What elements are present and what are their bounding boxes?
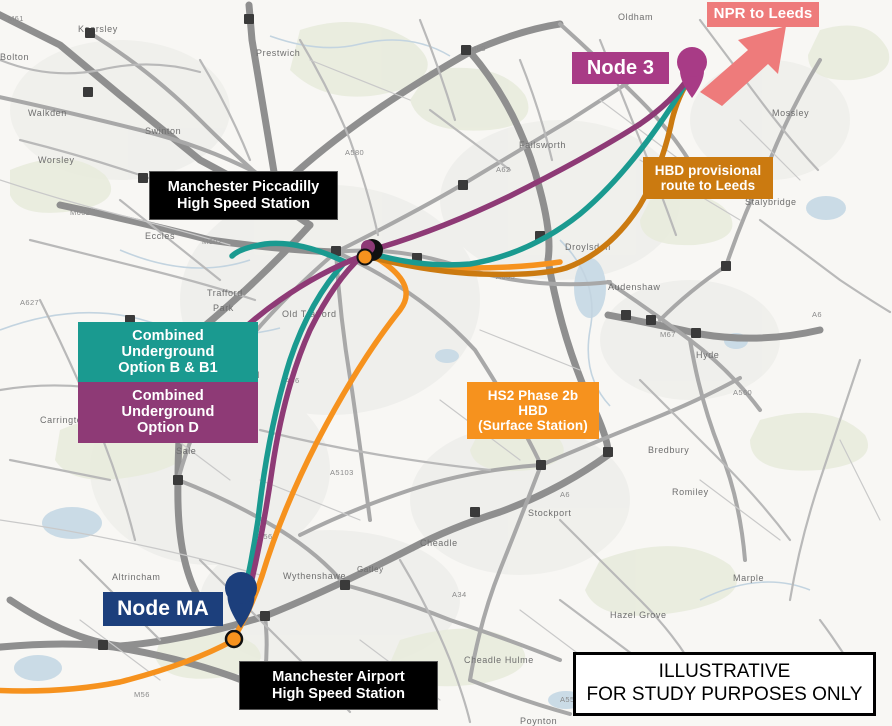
motorway-junction-icon	[458, 180, 468, 190]
road-number-label: A5103	[330, 468, 354, 477]
hs2-phase2b-label: HS2 Phase 2b HBD (Surface Station)	[467, 382, 599, 440]
road-number-label: A6	[560, 490, 570, 499]
place-label: Swinton	[145, 126, 182, 136]
place-label: Droylsden	[565, 242, 611, 252]
motorway-junction-icon	[535, 231, 545, 241]
place-label: Eccles	[145, 231, 176, 241]
place-label: Old Trafford	[282, 309, 337, 319]
place-label: Sale	[176, 446, 197, 456]
road-number-label: A560	[733, 388, 753, 397]
place-label: Prestwich	[256, 48, 301, 58]
road-number-label: A627	[20, 298, 40, 307]
node3-label: Node 3	[572, 52, 669, 85]
place-label: Hazel Grove	[610, 610, 667, 620]
motorway-junction-icon	[721, 261, 731, 271]
place-label: Worsley	[38, 155, 75, 165]
place-label: Stalybridge	[745, 197, 797, 207]
place-label: Failsworth	[519, 140, 567, 150]
motorway-junction-icon	[83, 87, 93, 97]
place-label: Carrington	[40, 415, 89, 425]
motorway-junction-icon	[138, 173, 148, 183]
place-label: Bolton	[0, 52, 30, 62]
npr-to-leeds-label: NPR to Leeds	[707, 2, 819, 27]
place-label: Cheadle Hulme	[464, 655, 534, 665]
place-label: Hyde	[696, 350, 720, 360]
motorway-junction-icon	[412, 253, 422, 263]
airport-station-label: Manchester Airport High Speed Station	[240, 662, 437, 710]
road-number-label: A555	[560, 695, 580, 704]
road-number-label: M61	[8, 14, 24, 23]
combined-underground-d-label: Combined Underground Option D	[78, 382, 258, 443]
combined-underground-b-label: Combined Underground Option B & B1	[78, 322, 258, 383]
place-label: Trafford	[207, 288, 243, 298]
motorway-junction-icon	[85, 28, 95, 38]
place-label: Gatley	[357, 565, 384, 574]
place-label: Oldham	[618, 12, 654, 22]
motorway-junction-icon	[536, 460, 546, 470]
place-label: Kearsley	[78, 24, 118, 34]
place-label: Audenshaw	[608, 282, 661, 292]
place-label: Marple	[733, 573, 765, 583]
place-label: Mossley	[772, 108, 810, 118]
piccadilly-station-label: Manchester Piccadilly High Speed Station	[150, 172, 337, 220]
motorway-junction-icon	[603, 447, 613, 457]
road-number-label: A560	[258, 532, 278, 541]
place-label: Altrincham	[112, 572, 161, 582]
motorway-junction-icon	[470, 507, 480, 517]
road-number-label: M602	[202, 237, 223, 246]
motorway-junction-icon	[340, 580, 350, 590]
road-number-label: A56	[285, 376, 300, 385]
motorway-junction-icon	[331, 246, 341, 256]
place-label: Cheadle	[420, 538, 458, 548]
place-label: Poynton	[520, 716, 558, 726]
road-number-label: A580	[345, 148, 365, 157]
road-number-label: A62	[496, 165, 511, 174]
place-label: Stockport	[528, 508, 572, 518]
place-label: Walkden	[28, 108, 67, 118]
hbd-provisional-route-label: HBD provisional route to Leeds	[643, 157, 773, 200]
motorway-junction-icon	[244, 14, 254, 24]
road-number-label: M67	[660, 330, 676, 339]
motorway-junction-icon	[173, 475, 183, 485]
road-number-label: A34	[452, 590, 467, 599]
road-number-label: M56	[134, 690, 150, 699]
place-label: Wythenshawe	[283, 571, 347, 581]
place-label: Romiley	[672, 487, 709, 497]
motorway-junction-icon	[260, 611, 270, 621]
motorway-junction-icon	[461, 45, 471, 55]
motorway-junction-icon	[98, 640, 108, 650]
motorway-junction-icon	[621, 310, 631, 320]
road-number-label: M60	[470, 44, 486, 53]
motorway-junction-icon	[691, 328, 701, 338]
place-label: Park	[213, 303, 234, 313]
node-ma-label: Node MA	[103, 592, 223, 626]
place-label: Bredbury	[648, 445, 690, 455]
road-number-label: A6	[812, 310, 822, 319]
road-number-label: M602	[70, 208, 91, 217]
motorway-junction-icon	[646, 315, 656, 325]
illustrative-disclaimer: ILLUSTRATIVE FOR STUDY PURPOSES ONLY	[573, 652, 876, 716]
motorway-junction-icon	[125, 315, 135, 325]
road-number-label: A635	[496, 272, 516, 281]
